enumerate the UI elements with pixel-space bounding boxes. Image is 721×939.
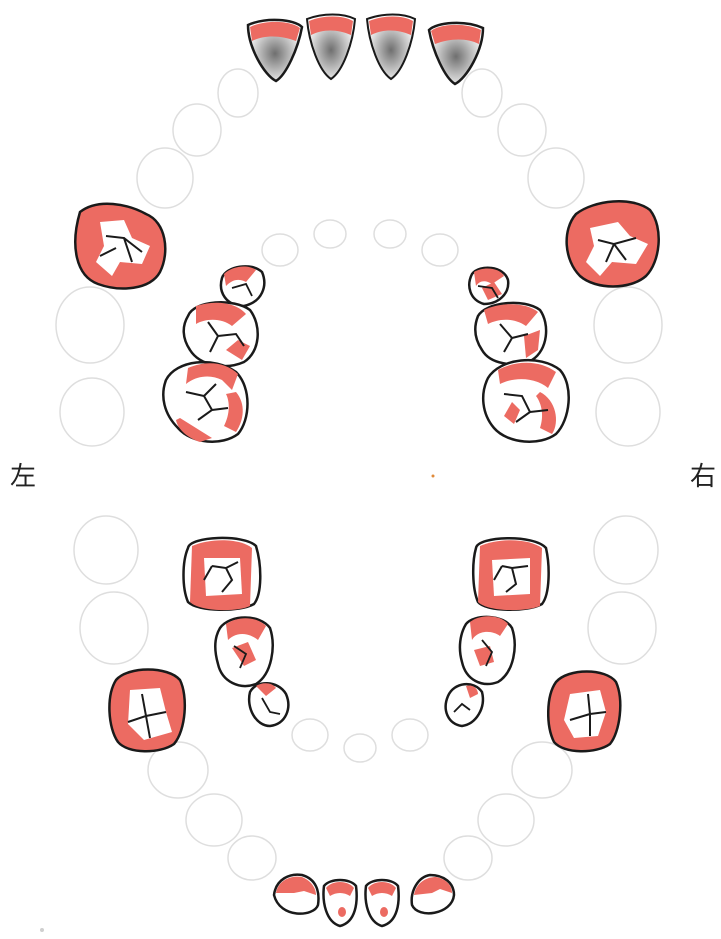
lower-incisor (274, 875, 318, 914)
speck (432, 475, 435, 478)
upper-incisor (307, 15, 355, 80)
lower-incisor (412, 875, 454, 913)
lower-left-molar (109, 670, 184, 752)
upper-right-premolar (469, 268, 508, 304)
lower-right-premolar (446, 684, 483, 726)
upper-incisor (367, 15, 415, 80)
upper-left-molar (163, 362, 247, 442)
speck (40, 928, 44, 932)
upper-incisors (248, 15, 483, 85)
lower-left-premolar (249, 683, 288, 726)
lower-incisor (366, 880, 399, 926)
upper-right-molar (567, 201, 659, 286)
lower-left-molar (184, 538, 261, 610)
left-side-label: 左 (10, 456, 36, 493)
upper-incisor (429, 23, 483, 84)
lower-left-premolar (215, 618, 272, 686)
upper-left-premolar (221, 266, 264, 306)
lower-incisors (274, 875, 454, 926)
ghost-arch-outlines (56, 69, 662, 880)
lower-right-premolar (460, 616, 515, 684)
right-side-label: 右 (690, 456, 716, 493)
upper-left-premolar (184, 302, 258, 366)
lower-incisor (324, 880, 357, 926)
upper-right-premolar (475, 303, 546, 364)
lower-right-molar (473, 538, 548, 610)
upper-incisor (248, 20, 302, 81)
upper-left-molar (75, 204, 165, 289)
upper-right-molar (483, 360, 569, 442)
lower-right-molar (548, 672, 620, 752)
